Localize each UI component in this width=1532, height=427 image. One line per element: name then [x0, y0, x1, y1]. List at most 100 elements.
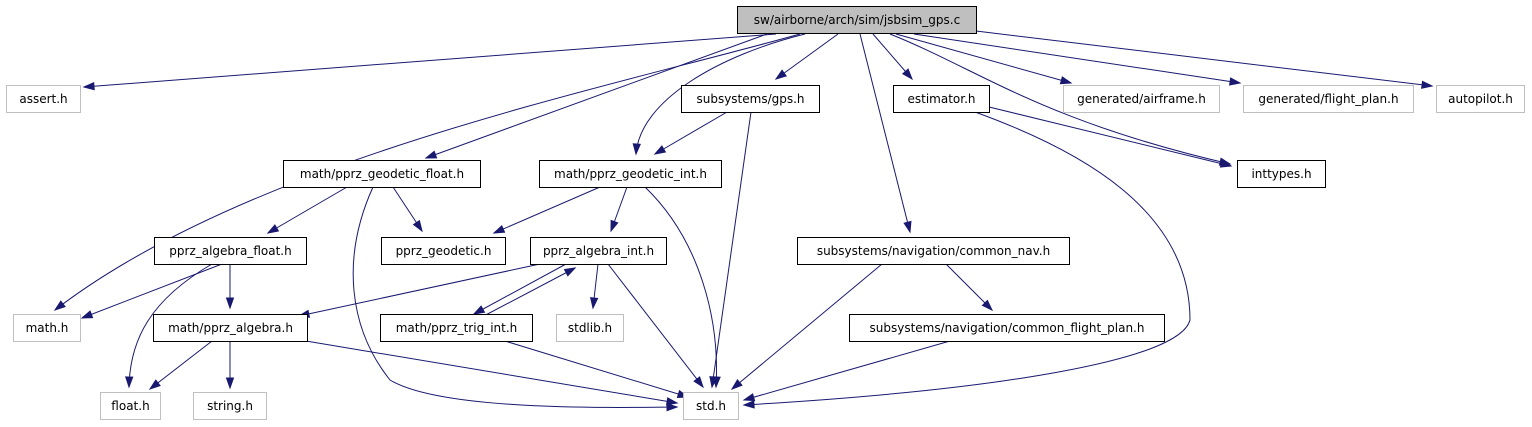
edge-line — [913, 33, 1241, 84]
node-box — [381, 237, 506, 265]
edge-root-to-autopilot — [975, 30, 1434, 89]
edge-arrowhead — [424, 150, 438, 159]
edge-algebra-to-string — [225, 341, 235, 390]
edge-line — [635, 33, 806, 155]
edge-line — [493, 186, 601, 234]
edge-geoint-to-algint — [610, 186, 628, 233]
node-trigint[interactable]: math/pprz_trig_int.h — [380, 314, 533, 342]
edge-arrowhead — [266, 224, 280, 234]
node-label: generated/airframe.h — [1077, 92, 1206, 106]
node-box — [153, 314, 308, 342]
node-algebra[interactable]: math/pprz_algebra.h — [153, 314, 308, 342]
node-box — [737, 6, 977, 34]
edge-root-to-flightplan — [913, 33, 1242, 86]
edge-arrowhead — [1228, 77, 1242, 86]
node-inttypes[interactable]: inttypes.h — [1237, 160, 1326, 188]
node-std: std.h — [683, 392, 739, 420]
edge-line — [711, 111, 752, 388]
edge-line — [644, 186, 717, 388]
node-label: pprz_algebra_float.h — [169, 244, 291, 258]
edge-commonfp-to-std — [742, 340, 951, 402]
edge-arrowhead — [730, 379, 743, 390]
node-label: math/pprz_geodetic_float.h — [300, 167, 464, 181]
node-box — [849, 314, 1165, 342]
edge-arrowhead — [903, 220, 912, 234]
node-box — [283, 160, 481, 188]
node-box — [1436, 85, 1525, 113]
edge-commonnav-to-commonfp — [945, 263, 994, 312]
edge-arrowhead — [225, 377, 235, 390]
edge-algint-to-std — [607, 263, 704, 389]
edge-arrowhead — [610, 219, 619, 233]
edge-line — [731, 263, 883, 390]
node-label: std.h — [696, 399, 726, 413]
node-box — [681, 85, 820, 113]
edge-geoint-to-std — [644, 186, 721, 389]
edge-line — [504, 340, 689, 398]
node-box — [1237, 160, 1326, 188]
node-commonnav[interactable]: subsystems/navigation/common_nav.h — [797, 237, 1070, 265]
edge-algfloat-to-float — [125, 263, 213, 389]
node-label: math/pprz_algebra.h — [168, 321, 293, 335]
edges-layer — [53, 30, 1434, 412]
edge-root-to-geoint — [632, 33, 806, 156]
edge-arrowhead — [148, 379, 161, 390]
edge-line — [83, 33, 777, 88]
node-geofloat[interactable]: math/pprz_geodetic_float.h — [283, 160, 481, 188]
node-label: subsystems/navigation/common_flight_plan… — [870, 321, 1145, 335]
edge-arrowhead — [742, 400, 755, 409]
edge-line — [479, 267, 576, 319]
edge-geofloat-to-std — [352, 186, 679, 412]
node-box — [1243, 85, 1414, 113]
node-autopilot: autopilot.h — [1436, 85, 1525, 113]
node-label: pprz_algebra_int.h — [543, 244, 654, 258]
node-box — [893, 85, 990, 113]
node-label: float.h — [111, 399, 149, 413]
edge-arrowhead — [412, 219, 423, 233]
node-string: string.h — [193, 392, 267, 420]
edge-line — [895, 33, 1072, 84]
edge-arrowhead — [632, 143, 641, 156]
edge-line — [473, 263, 567, 315]
edge-algint-to-trigint — [472, 263, 567, 315]
edge-root-to-math — [53, 33, 801, 311]
edge-arrowhead — [80, 310, 94, 319]
edge-arrowhead — [82, 82, 95, 91]
node-box — [13, 314, 81, 342]
node-root[interactable]: sw/airborne/arch/sim/jsbsim_gps.c — [737, 6, 977, 34]
edge-root-to-airframe — [895, 33, 1073, 85]
node-geoint[interactable]: math/pprz_geodetic_int.h — [539, 160, 722, 188]
node-algfloat[interactable]: pprz_algebra_float.h — [154, 237, 307, 265]
edge-geoint-to-geodetic — [492, 186, 601, 234]
node-label: inttypes.h — [1251, 167, 1311, 181]
edge-line — [743, 111, 1191, 406]
edge-geofloat-to-algfloat — [266, 186, 348, 234]
node-estimator[interactable]: estimator.h — [893, 85, 990, 113]
node-box — [797, 237, 1070, 265]
node-stdlib: stdlib.h — [556, 314, 624, 342]
edge-estimator-to-std — [742, 111, 1191, 409]
node-flightplan: generated/flight_plan.h — [1243, 85, 1414, 113]
edge-arrowhead — [981, 299, 994, 312]
edge-trigint-to-algint — [479, 267, 577, 319]
node-commonfp[interactable]: subsystems/navigation/common_flight_plan… — [849, 314, 1165, 342]
edge-arrowhead — [901, 68, 913, 81]
edge-arrowhead — [712, 376, 721, 389]
edge-line — [889, 33, 1231, 165]
edge-gps-to-std — [709, 111, 752, 389]
edge-algfloat-to-math — [80, 263, 223, 319]
edge-arrowhead — [225, 297, 235, 310]
node-box — [154, 237, 307, 265]
edge-root-to-gps — [774, 33, 839, 80]
node-geodetic[interactable]: pprz_geodetic.h — [381, 237, 506, 265]
node-algint[interactable]: pprz_algebra_int.h — [530, 237, 667, 265]
edge-line — [267, 186, 348, 234]
node-box — [539, 160, 722, 188]
node-label: stdlib.h — [568, 321, 612, 335]
node-label: assert.h — [19, 92, 67, 106]
node-box — [1063, 85, 1220, 113]
edge-root-to-commonnav — [859, 33, 912, 234]
node-box — [683, 392, 739, 420]
node-gps[interactable]: subsystems/gps.h — [681, 85, 820, 113]
